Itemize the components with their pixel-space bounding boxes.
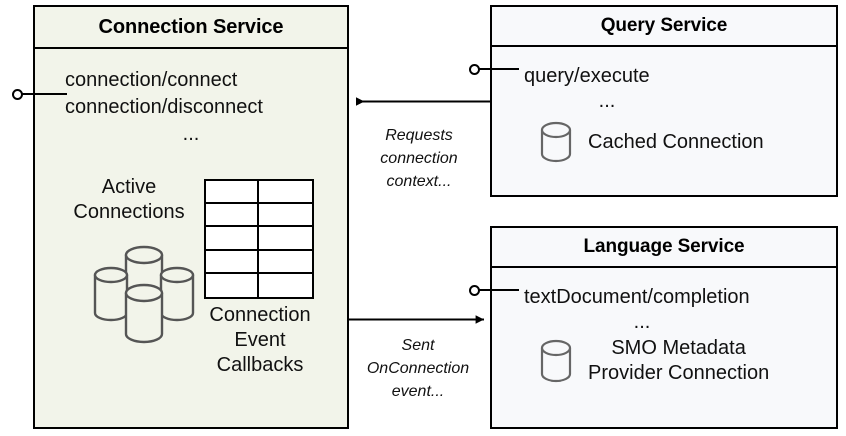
active-connections-label-line1: Active xyxy=(101,176,157,198)
query-service-interface-0: query/execute xyxy=(524,65,650,87)
table-cell xyxy=(259,204,312,228)
edge-label-line1: Requests xyxy=(385,127,453,144)
provided-interface-connection-service[interactable] xyxy=(12,89,67,103)
connection-event-callbacks-label: Connection Event Callbacks xyxy=(189,303,331,378)
arrow-query-to-connection xyxy=(356,97,491,106)
connection-service-interface-ellipsis: ... xyxy=(182,123,200,145)
smo-metadata-label-line2: Provider Connection xyxy=(588,362,770,384)
connection-event-callbacks-table xyxy=(204,179,314,299)
smo-metadata-label-line1: SMO Metadata xyxy=(611,337,746,359)
edge-label-requests-connection-context: Requests connection context... xyxy=(356,124,482,194)
lollipop-stem xyxy=(479,68,519,70)
lollipop-stem xyxy=(22,93,67,95)
table-cell xyxy=(259,181,312,205)
provided-interface-language-service[interactable] xyxy=(469,285,519,299)
smo-metadata-label: SMO Metadata Provider Connection xyxy=(588,336,769,386)
database-cylinder-icon xyxy=(540,121,572,163)
component-query-service[interactable]: Query Service query/execute ... Cached C… xyxy=(490,5,838,197)
active-connections-cylinder-cluster xyxy=(93,245,195,344)
active-connections-label-line2: Connections xyxy=(73,201,185,223)
connection-service-interface-0: connection/connect xyxy=(65,69,238,91)
table-cell xyxy=(259,273,312,297)
smo-metadata-provider-artifact: SMO Metadata Provider Connection xyxy=(538,336,769,386)
component-language-service[interactable]: Language Service textDocument/completion… xyxy=(490,226,838,429)
table-cell xyxy=(259,250,312,274)
language-service-body: textDocument/completion ... SMO Metadata… xyxy=(492,268,836,431)
edge-label-line2: connection xyxy=(380,150,458,168)
connection-service-title: Connection Service xyxy=(35,7,347,49)
provided-interface-query-service[interactable] xyxy=(469,64,519,78)
table-cell xyxy=(206,204,259,228)
edge-label-line2: OnConnection xyxy=(366,360,470,378)
language-service-title: Language Service xyxy=(492,228,836,268)
language-service-interface-ellipsis: ... xyxy=(633,311,651,333)
callbacks-label-line3: Callbacks xyxy=(216,354,304,376)
table-cell xyxy=(206,227,259,251)
edge-label-line1: Sent xyxy=(401,337,435,354)
database-cylinder-icon xyxy=(540,339,572,383)
table-cell xyxy=(259,227,312,251)
query-service-body: query/execute ... Cached Connection xyxy=(492,47,836,199)
callbacks-label-line2: Event xyxy=(234,329,286,351)
table-cell xyxy=(206,273,259,297)
lollipop-stem xyxy=(479,289,519,291)
language-service-interface-0: textDocument/completion xyxy=(524,286,750,308)
connection-service-body: connection/connect connection/disconnect… xyxy=(35,49,347,431)
callbacks-label-line1: Connection xyxy=(209,304,311,326)
query-service-title: Query Service xyxy=(492,7,836,47)
component-connection-service[interactable]: Connection Service connection/connect co… xyxy=(33,5,349,429)
edge-label-sent-onconnection-event: Sent OnConnection event... xyxy=(352,334,484,404)
edge-label-line3: context... xyxy=(386,173,452,191)
table-cell xyxy=(206,250,259,274)
query-service-interface-ellipsis: ... xyxy=(598,90,616,112)
edge-label-line3: event... xyxy=(391,383,445,401)
active-connections-label: Active Connections xyxy=(49,175,209,225)
table-cell xyxy=(206,181,259,205)
cached-connection-artifact: Cached Connection xyxy=(538,119,764,165)
cached-connection-label: Cached Connection xyxy=(588,130,764,153)
arrow-connection-to-language xyxy=(347,315,484,324)
connection-service-interface-1: connection/disconnect xyxy=(65,96,263,118)
